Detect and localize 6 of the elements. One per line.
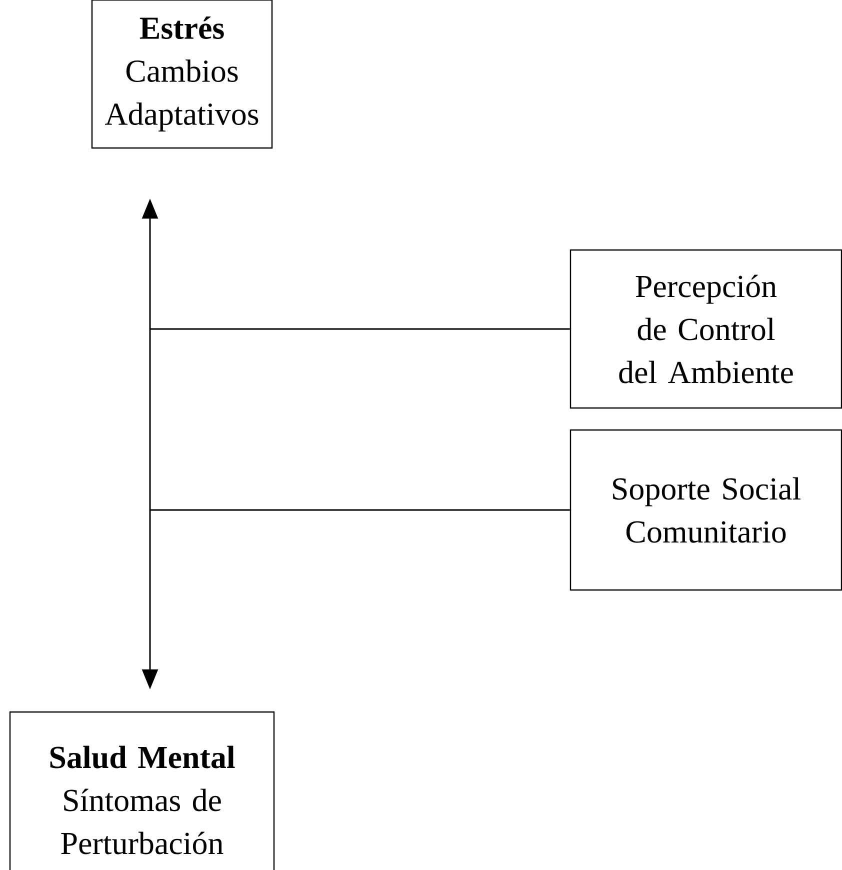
connector-line (150, 328, 570, 330)
connector-line (150, 509, 570, 511)
text-box: Soporte Social Comunitario (570, 429, 842, 591)
text-box: Estrés Cambios Adaptativos (91, 0, 273, 149)
text-box: Percepción de Control del Ambiente (570, 249, 842, 409)
text-box: Salud Mental Síntomas de Perturbación (9, 711, 275, 870)
